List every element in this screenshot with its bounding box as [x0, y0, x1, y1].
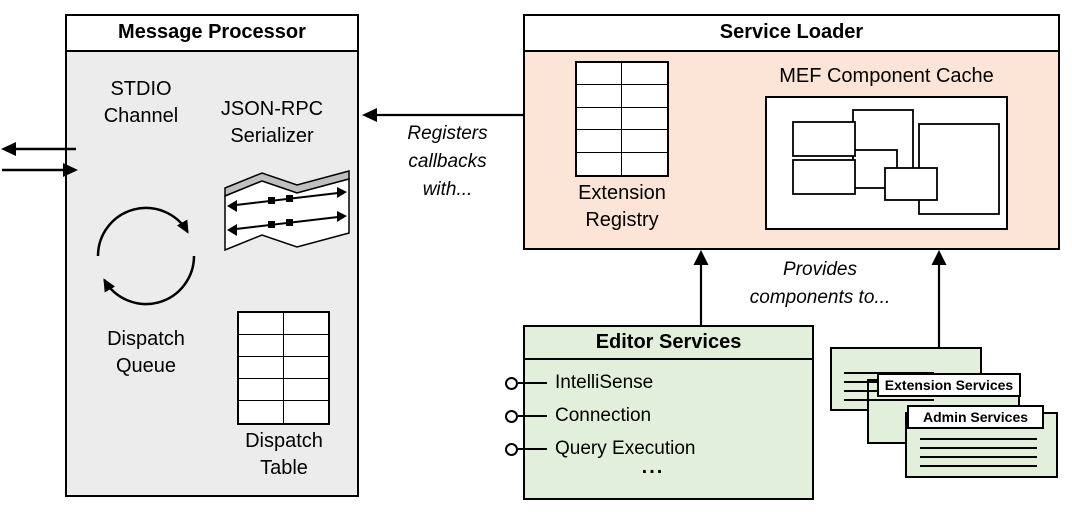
editor-services-arrow — [693, 250, 709, 326]
interface-connector-line — [518, 448, 547, 450]
table-cell — [239, 379, 284, 401]
service-loader-title: Service Loader — [525, 16, 1058, 52]
registers-callbacks-annotation: Registers callbacks with... — [407, 123, 488, 200]
editor-services-ellipsis: ... — [641, 456, 665, 478]
editor-service-item-label: Connection — [555, 405, 652, 426]
table-cell — [239, 357, 284, 379]
editor-service-item: Query Execution — [505, 436, 695, 462]
table-cell — [283, 335, 328, 357]
interface-lollipop-icon — [505, 442, 518, 456]
table-cell — [283, 379, 328, 401]
dispatch-table-icon — [237, 311, 330, 425]
editor-service-item: IntelliSense — [505, 370, 653, 396]
table-cell — [622, 153, 667, 175]
table-cell — [577, 63, 622, 86]
table-cell — [622, 85, 667, 108]
editor-services-title: Editor Services — [525, 327, 812, 360]
service-cards-arrow — [931, 250, 947, 348]
table-cell — [283, 357, 328, 379]
editor-services-body — [525, 360, 812, 498]
interface-lollipop-icon — [505, 376, 518, 390]
dispatch-queue-icon — [96, 206, 196, 306]
interface-connector-line — [518, 415, 547, 417]
table-cell — [577, 130, 622, 153]
interface-connector-line — [518, 382, 547, 384]
message-processor-title: Message Processor — [67, 16, 357, 52]
mef-component-cache-box — [765, 96, 1008, 230]
table-cell — [577, 85, 622, 108]
table-cell — [622, 63, 667, 86]
registers-callbacks-arrow — [362, 108, 525, 122]
json-rpc-serializer-icon — [224, 170, 350, 252]
stdio-channel-label: STDIO Channel — [103, 78, 179, 127]
dispatch-table-label: Dispatch Table — [245, 430, 323, 479]
admin-services-label: Admin Services — [907, 405, 1044, 429]
extension-registry-icon — [575, 61, 669, 177]
card-text-lines-icon — [920, 438, 1037, 467]
table-cell — [284, 401, 329, 423]
table-cell — [622, 130, 667, 153]
interface-lollipop-icon — [505, 409, 518, 423]
mef-components-icon — [792, 109, 1000, 215]
extension-services-label: Extension Services — [877, 373, 1021, 397]
extension-registry-label: Extension Registry — [578, 182, 666, 231]
mef-component-cache-label: MEF Component Cache — [779, 65, 994, 87]
editor-services-box: Editor Services — [523, 325, 814, 500]
table-cell — [622, 108, 667, 131]
message-processor-box: Message Processor — [65, 14, 359, 497]
editor-service-item: Connection — [505, 403, 651, 429]
table-cell — [577, 107, 622, 131]
stdio-arrows-icon — [1, 142, 78, 177]
json-rpc-serializer-label: JSON-RPC Serializer — [220, 98, 324, 147]
table-cell — [283, 313, 328, 335]
table-cell — [239, 313, 284, 335]
table-cell — [239, 335, 284, 357]
dispatch-queue-label: Dispatch Queue — [107, 328, 185, 377]
provides-components-annotation: Provides components to... — [749, 259, 891, 308]
table-cell — [577, 152, 622, 175]
editor-service-item-label: IntelliSense — [555, 372, 654, 393]
editor-service-item-label: Query Execution — [555, 438, 696, 459]
table-cell — [239, 401, 284, 423]
